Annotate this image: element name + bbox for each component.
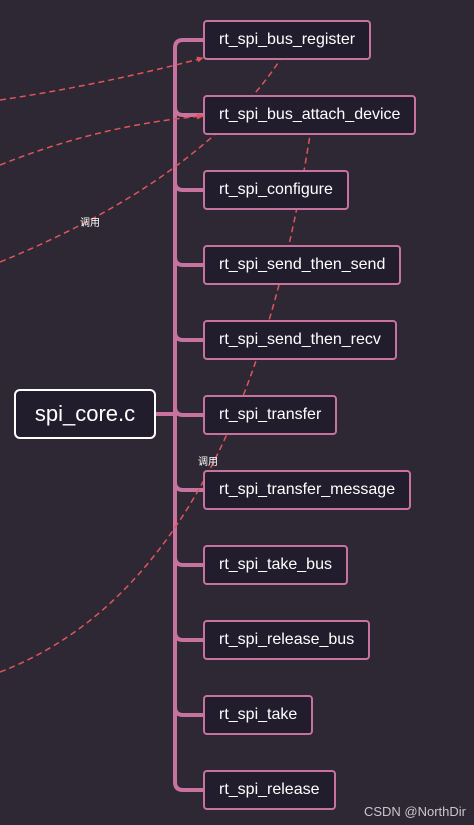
- branch-connector: [173, 631, 203, 642]
- function-node-label: rt_spi_release: [219, 781, 320, 798]
- function-node-rt-spi-bus-register: rt_spi_bus_register: [203, 20, 372, 60]
- function-node-label: rt_spi_bus_attach_device: [219, 106, 401, 123]
- branch-connector: [173, 106, 203, 117]
- call-arrow-2: [0, 113, 204, 166]
- function-node-label: rt_spi_send_then_recv: [219, 331, 381, 348]
- function-node-rt-spi-send-then-send: rt_spi_send_then_send: [203, 245, 402, 285]
- call-annotation-1: 调用: [80, 218, 100, 229]
- function-node-rt-spi-take-bus: rt_spi_take_bus: [203, 545, 348, 585]
- function-node-rt-spi-configure: rt_spi_configure: [203, 170, 349, 210]
- call-annotation-2: 调用: [198, 457, 218, 468]
- watermark: CSDN @NorthDir: [363, 804, 466, 819]
- function-node-rt-spi-send-then-recv: rt_spi_send_then_recv: [203, 320, 397, 360]
- function-node-rt-spi-release: rt_spi_release: [203, 770, 336, 810]
- function-node-label: rt_spi_bus_register: [219, 31, 356, 48]
- call-arrow-4: [0, 134, 311, 673]
- branch-connector: [173, 256, 203, 267]
- root-node-spi-core: spi_core.c: [14, 389, 156, 439]
- branch-connector: [173, 181, 203, 192]
- function-node-label: rt_spi_transfer_message: [219, 481, 396, 498]
- call-arrow-3: [0, 59, 281, 263]
- function-node-rt-spi-transfer-message: rt_spi_transfer_message: [203, 470, 412, 510]
- function-node-label: rt_spi_take: [219, 706, 298, 723]
- branch-connector: [173, 706, 203, 717]
- root-node-label: spi_core.c: [34, 401, 136, 426]
- branch-connector: [173, 556, 203, 567]
- function-node-rt-spi-take: rt_spi_take: [203, 695, 314, 735]
- branch-connector: [173, 406, 203, 417]
- function-node-label: rt_spi_take_bus: [219, 556, 332, 573]
- function-node-label: rt_spi_transfer: [219, 406, 322, 423]
- branch-connector: [173, 481, 203, 492]
- branch-connector: [173, 331, 203, 342]
- function-node-label: rt_spi_send_then_send: [219, 256, 386, 273]
- branch-spine: [173, 38, 203, 792]
- call-arrow-1: [0, 56, 204, 101]
- function-node-label: rt_spi_configure: [219, 181, 333, 198]
- function-node-label: rt_spi_release_bus: [219, 631, 355, 648]
- function-node-rt-spi-release-bus: rt_spi_release_bus: [203, 620, 371, 660]
- function-node-rt-spi-transfer: rt_spi_transfer: [203, 395, 338, 435]
- function-node-rt-spi-bus-attach-device: rt_spi_bus_attach_device: [203, 95, 417, 135]
